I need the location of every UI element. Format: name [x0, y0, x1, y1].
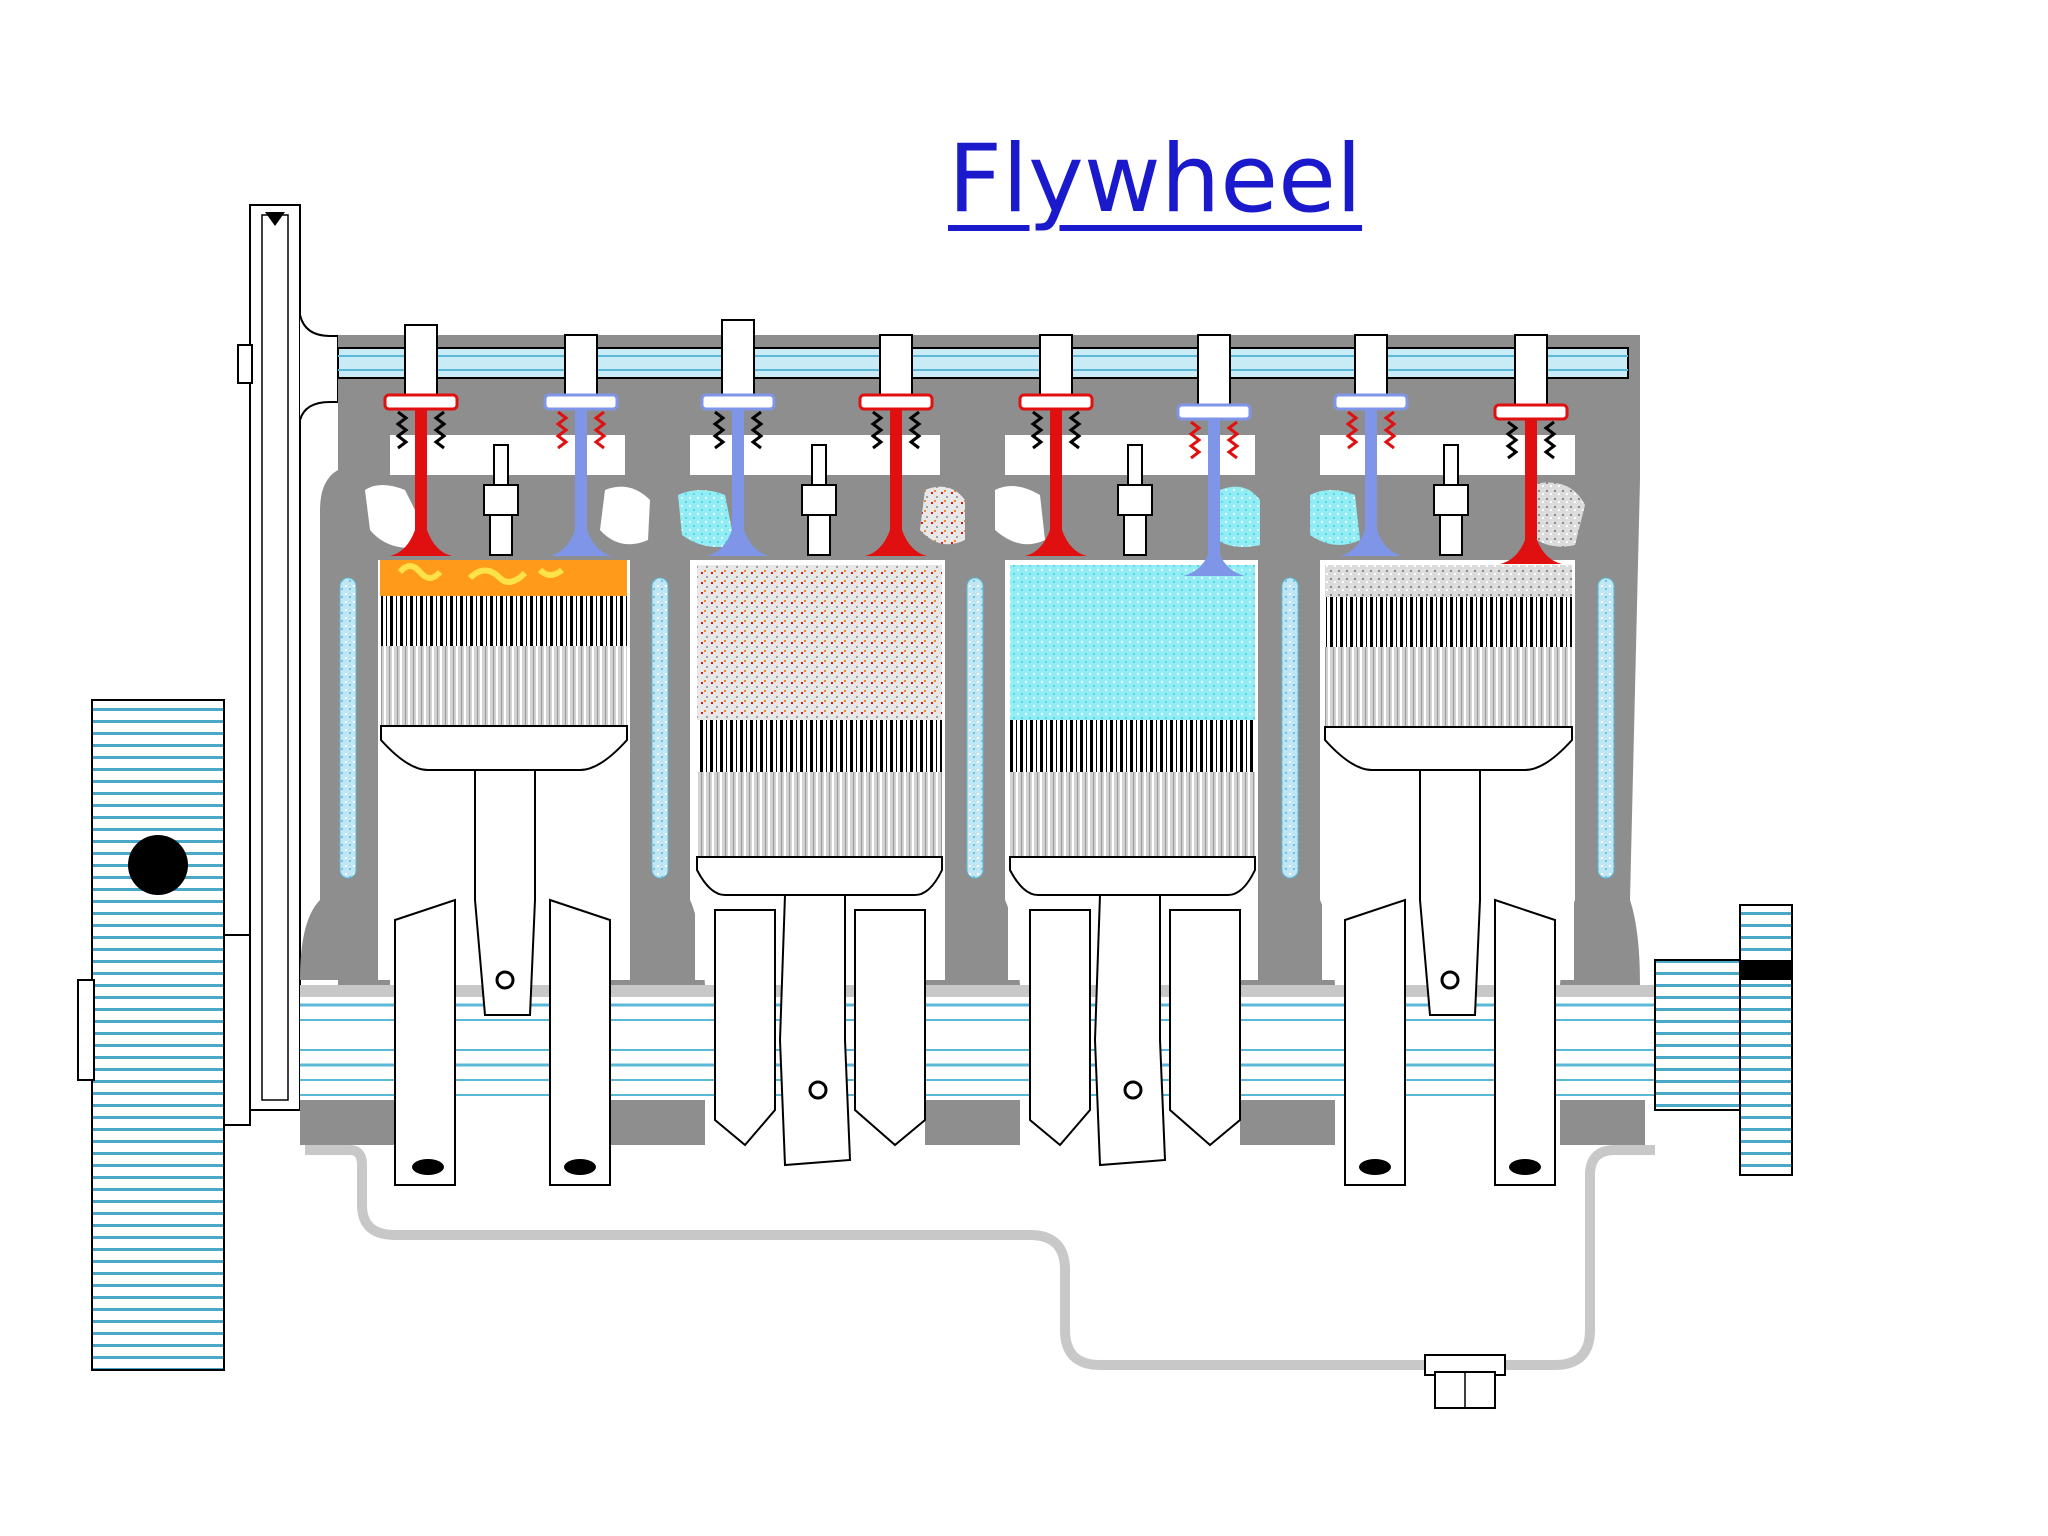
camshaft	[337, 347, 1629, 379]
valve-c3-exhaust	[1018, 334, 1094, 556]
connecting-rod-2	[714, 894, 926, 1167]
valve-c4-exhaust	[1493, 334, 1569, 564]
valve-c1-intake	[543, 334, 619, 556]
flywheel-bolt-hole-icon	[128, 835, 188, 895]
valve-c1-exhaust	[383, 324, 459, 556]
flywheel	[77, 699, 251, 1371]
valve-c3-intake	[1176, 334, 1252, 576]
cylinder-4	[1322, 560, 1574, 1186]
valve-c2-exhaust	[858, 334, 934, 556]
drain-plug	[1424, 1354, 1506, 1409]
piston-3	[1009, 720, 1256, 896]
front-pulley	[1654, 904, 1793, 1176]
flywheel-title-link[interactable]: Flywheel	[948, 125, 1363, 234]
intake-exhaust-ports	[365, 482, 1585, 548]
spark-plug-2	[801, 444, 837, 556]
spark-plug-3	[1117, 444, 1153, 556]
compressed-charge	[1325, 565, 1572, 597]
engine-block	[300, 335, 1645, 1145]
cylinder-1	[378, 560, 630, 1186]
cylinder-2	[695, 560, 945, 1167]
piston-1	[380, 596, 628, 771]
connecting-rod-3	[1029, 894, 1241, 1167]
intake-charge	[1010, 565, 1255, 720]
oil-pan	[305, 1145, 1655, 1370]
piston-4	[1324, 597, 1573, 771]
connecting-rod-4	[1344, 769, 1556, 1186]
timing-pulley	[237, 204, 339, 1111]
connecting-rod-1	[394, 769, 611, 1186]
valve-c4-intake	[1333, 334, 1409, 556]
cylinder-3	[1008, 560, 1258, 1167]
valve-c2-intake	[700, 319, 776, 556]
piston-2	[696, 720, 943, 896]
exhaust-gases	[697, 565, 942, 720]
coolant-jackets	[339, 577, 1615, 879]
spark-plug-4	[1433, 444, 1469, 556]
spark-plug-1	[483, 444, 519, 556]
